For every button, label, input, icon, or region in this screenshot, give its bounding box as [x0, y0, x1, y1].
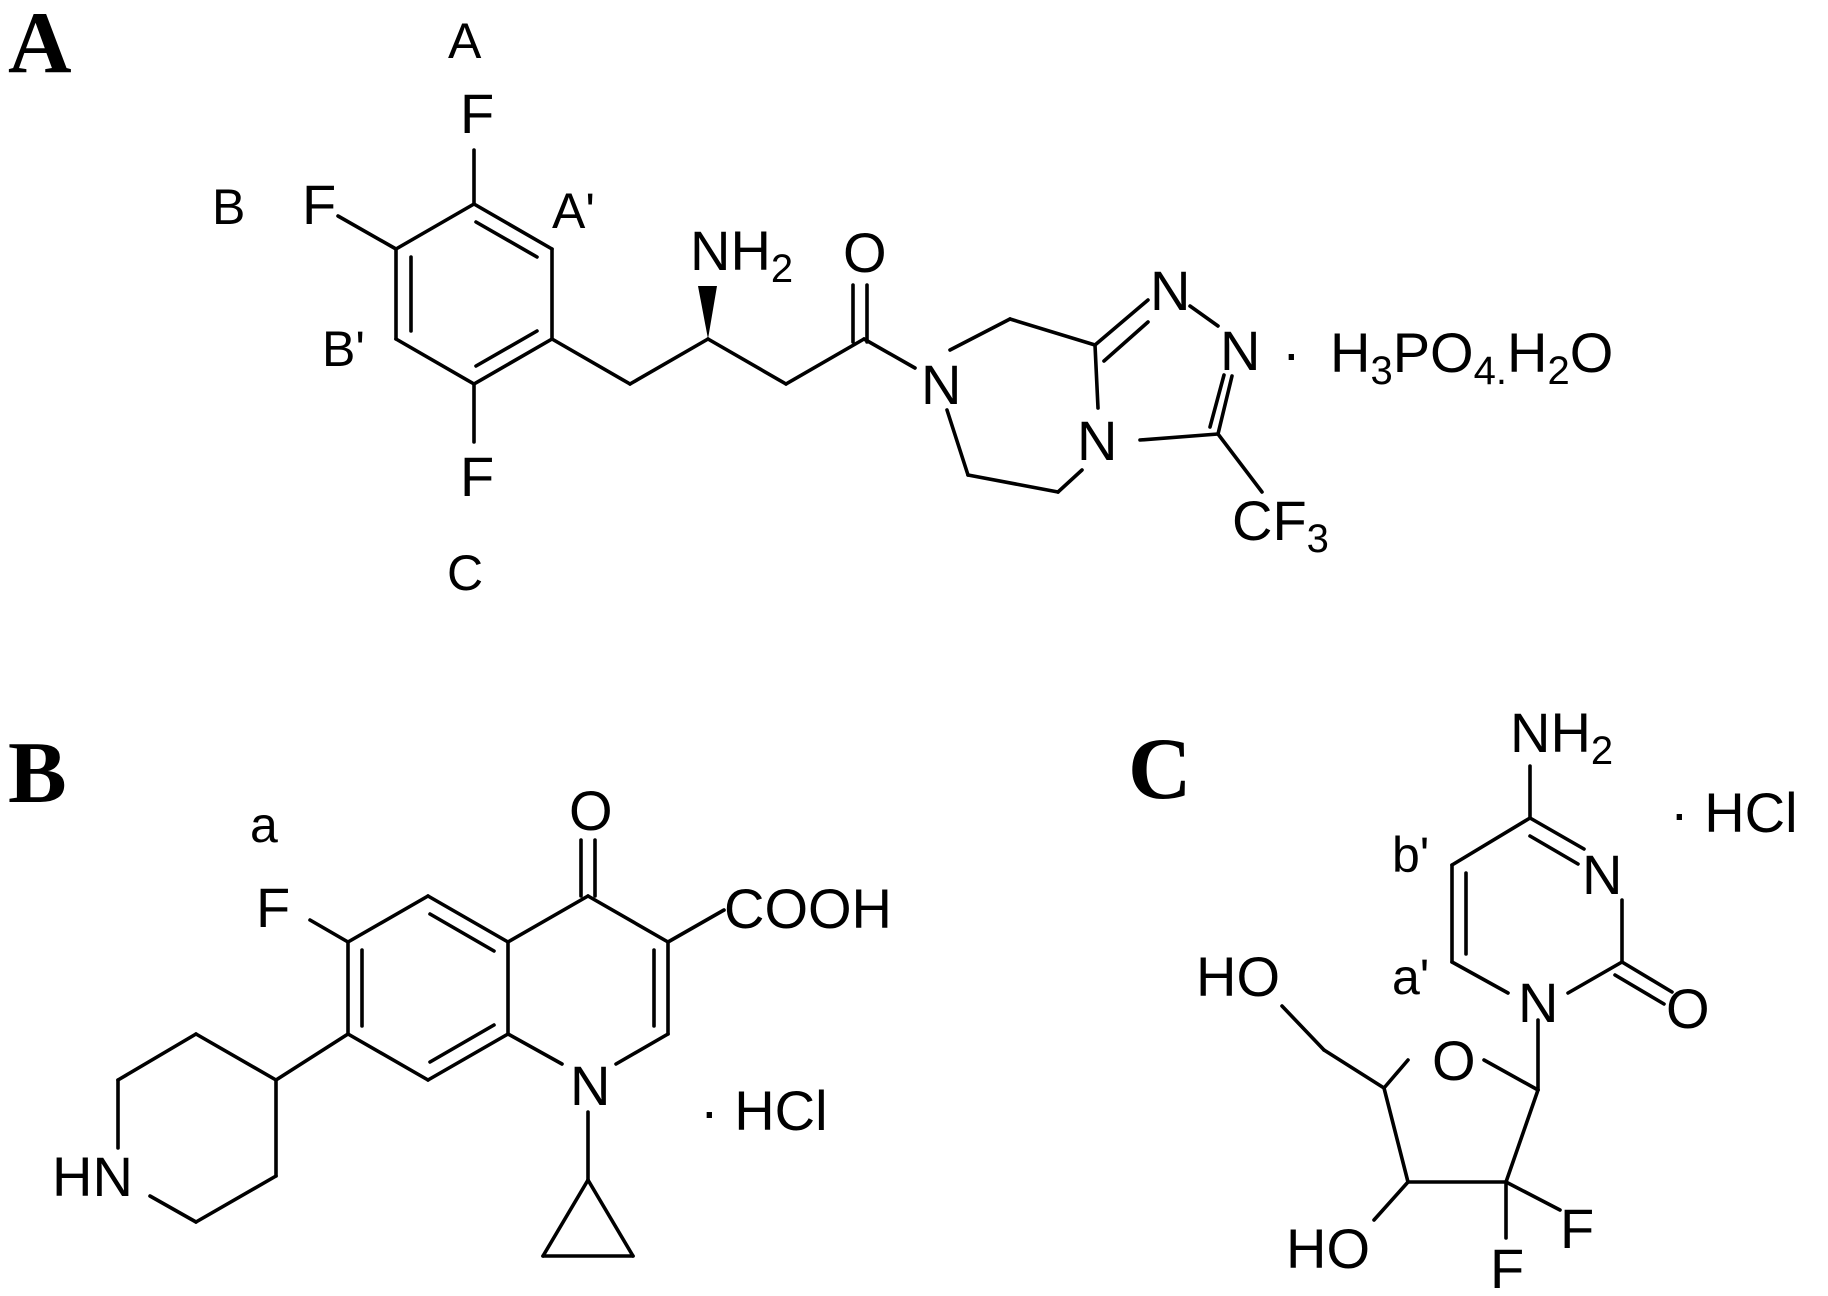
site-label-b-prime: b' [1392, 827, 1429, 883]
site-label-A: A [448, 13, 482, 69]
atom-o-carbonyl-c: O [1666, 977, 1710, 1040]
stereo-wedge [698, 286, 717, 339]
atom-f-right: F [1560, 1197, 1594, 1260]
atom-f-top: F [460, 82, 494, 145]
panel-c: C b' a' [1128, 701, 1798, 1296]
atom-o-carbonyl: O [843, 221, 887, 284]
site-label-B-prime: B' [322, 321, 365, 377]
atom-n-triazole-right: N [1220, 319, 1260, 382]
atom-f-bottom: F [460, 445, 494, 508]
atom-n-triazole-bottom: N [1077, 409, 1117, 472]
salt-hcl-c: · HCl [1670, 781, 1798, 844]
atom-n-triazole-top: N [1150, 259, 1190, 322]
site-label-a: a [250, 797, 278, 853]
atom-f-bottom-c: F [1490, 1237, 1524, 1296]
atom-cf3: CF3 [1232, 489, 1329, 561]
panel-b: B a [8, 725, 892, 1258]
atom-n-top: N [1582, 843, 1622, 906]
site-label-B: B [212, 179, 245, 235]
panel-a-letter: A [8, 0, 72, 92]
panel-c-bonds [1280, 764, 1674, 1240]
salt-phosphate-hydrate: H3PO4.H2O [1330, 321, 1613, 393]
atom-nh2: NH2 [1510, 701, 1613, 773]
atom-f-left: F [302, 173, 336, 236]
site-label-a-prime: a' [1392, 949, 1429, 1005]
panel-a-bonds [336, 148, 1264, 494]
atom-n-bottom: N [1518, 971, 1558, 1034]
atom-ho-bottom: HO [1286, 1217, 1370, 1280]
site-label-A-prime: A' [552, 183, 595, 239]
atom-nh2-amine: NH2 [690, 219, 793, 291]
atom-o-ring: O [1432, 1029, 1476, 1092]
salt-hcl-b: · HCl [700, 1079, 828, 1142]
panel-a: A A A' B B' C [8, 0, 1613, 601]
atom-cooh: COOH [724, 877, 892, 940]
atom-hn: HN [52, 1145, 133, 1208]
panel-c-letter: C [1128, 721, 1192, 818]
atom-o-ketone: O [569, 779, 613, 842]
atom-n-piperazine: N [921, 353, 961, 416]
salt-dot: · [1282, 321, 1301, 384]
atom-ho-top: HO [1196, 945, 1280, 1008]
atom-f: F [256, 876, 290, 939]
site-label-C: C [447, 545, 483, 601]
panel-b-bonds [116, 838, 726, 1258]
atom-n-ring: N [570, 1054, 610, 1117]
panel-b-letter: B [8, 725, 67, 822]
